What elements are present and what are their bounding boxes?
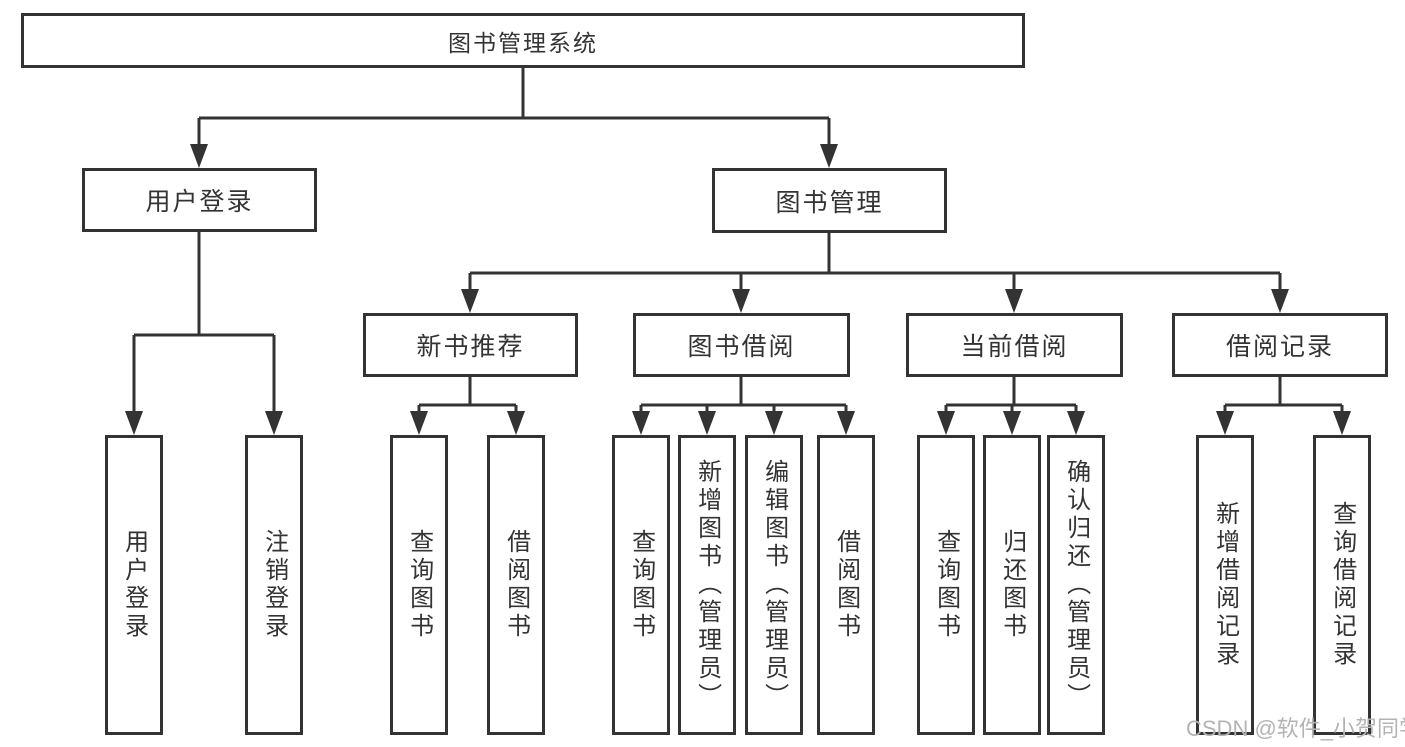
leaf-logout: 注销登录 (245, 435, 303, 735)
edge-new-book-split (417, 377, 518, 420)
leaf-borrow-books-1: 借阅图书 (487, 435, 545, 735)
arrow-icon (265, 411, 283, 435)
arrow-icon (1003, 411, 1021, 435)
leaf-label: 确认归还（管理员） (1062, 459, 1090, 711)
arrow-icon (1216, 411, 1234, 435)
leaf-label: 归还图书 (998, 529, 1026, 641)
csdn-watermark: CSDN @软件_小贺同学 (1186, 716, 1405, 741)
leaf-return-book: 归还图书 (983, 435, 1041, 735)
edge-borrow-record-split (1223, 377, 1344, 420)
node-new-book-recommend: 新书推荐 (363, 313, 578, 377)
leaf-label: 借阅图书 (832, 529, 860, 641)
node-root: 图书管理系统 (21, 13, 1025, 68)
leaf-label: 查询借阅记录 (1328, 501, 1356, 669)
arrow-icon (732, 289, 750, 313)
leaf-confirm-return-admin: 确认归还（管理员） (1047, 435, 1105, 735)
arrow-icon (125, 411, 143, 435)
arrow-icon (507, 411, 525, 435)
arrow-icon (698, 411, 716, 435)
arrow-icon (765, 411, 783, 435)
leaf-query-books-2: 查询图书 (612, 435, 670, 735)
leaf-query-borrow-record: 查询借阅记录 (1313, 435, 1371, 735)
leaf-label: 查询图书 (932, 529, 960, 641)
arrow-icon (1005, 289, 1023, 313)
arrow-icon (190, 144, 208, 168)
arrow-icon (461, 289, 479, 313)
leaf-edit-book-admin: 编辑图书（管理员） (745, 435, 803, 735)
leaf-query-books-1: 查询图书 (390, 435, 448, 735)
leaf-label: 借阅图书 (502, 529, 530, 641)
node-borrow-records: 借阅记录 (1172, 313, 1388, 377)
leaf-label: 注销登录 (260, 529, 288, 641)
arrow-icon (410, 411, 428, 435)
arrow-icon (1067, 411, 1085, 435)
arrow-icon (837, 411, 855, 435)
leaf-label: 新增借阅记录 (1211, 501, 1239, 669)
leaf-label: 新增图书（管理员） (693, 459, 721, 711)
edge-root-split (197, 68, 831, 152)
leaf-label: 查询图书 (405, 529, 433, 641)
leaf-borrow-books-2: 借阅图书 (817, 435, 875, 735)
arrow-icon (937, 411, 955, 435)
leaf-label: 编辑图书（管理员） (760, 459, 788, 711)
edge-book-borrow-split (639, 377, 848, 420)
leaf-label: 查询图书 (627, 529, 655, 641)
leaf-query-books-3: 查询图书 (917, 435, 975, 735)
edge-user-login-split (132, 232, 276, 420)
leaf-add-borrow-record: 新增借阅记录 (1196, 435, 1254, 735)
leaf-label: 用户登录 (120, 529, 148, 641)
arrow-icon (632, 411, 650, 435)
node-user-login: 用户登录 (82, 168, 317, 232)
arrow-icon (1333, 411, 1351, 435)
node-book-borrowing: 图书借阅 (633, 313, 850, 377)
node-book-management: 图书管理 (712, 168, 947, 233)
leaf-add-book-admin: 新增图书（管理员） (678, 435, 736, 735)
arrow-icon (1271, 289, 1289, 313)
arrowheads (125, 144, 1351, 435)
leaf-user-login: 用户登录 (105, 435, 163, 735)
arrow-icon (820, 144, 838, 168)
node-current-borrowing: 当前借阅 (906, 313, 1123, 377)
edge-book-mgmt-split (468, 233, 1282, 300)
